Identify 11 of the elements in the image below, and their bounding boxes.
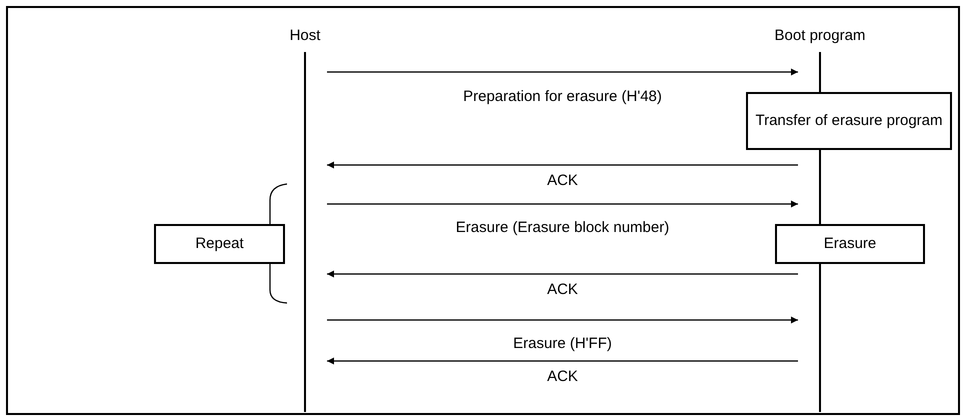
message-arrow [327, 316, 798, 324]
process-box: Transfer of erasure program [746, 92, 952, 150]
message-arrow [327, 68, 798, 76]
message-arrow [327, 270, 798, 278]
process-box: Repeat [154, 224, 285, 264]
message-arrow [327, 358, 798, 364]
lifeline-title: Boot program [774, 26, 866, 46]
message-arrow [327, 200, 798, 208]
message-arrow [327, 162, 798, 168]
process-box: Erasure [775, 224, 925, 264]
lifeline-title: Host [290, 26, 320, 46]
